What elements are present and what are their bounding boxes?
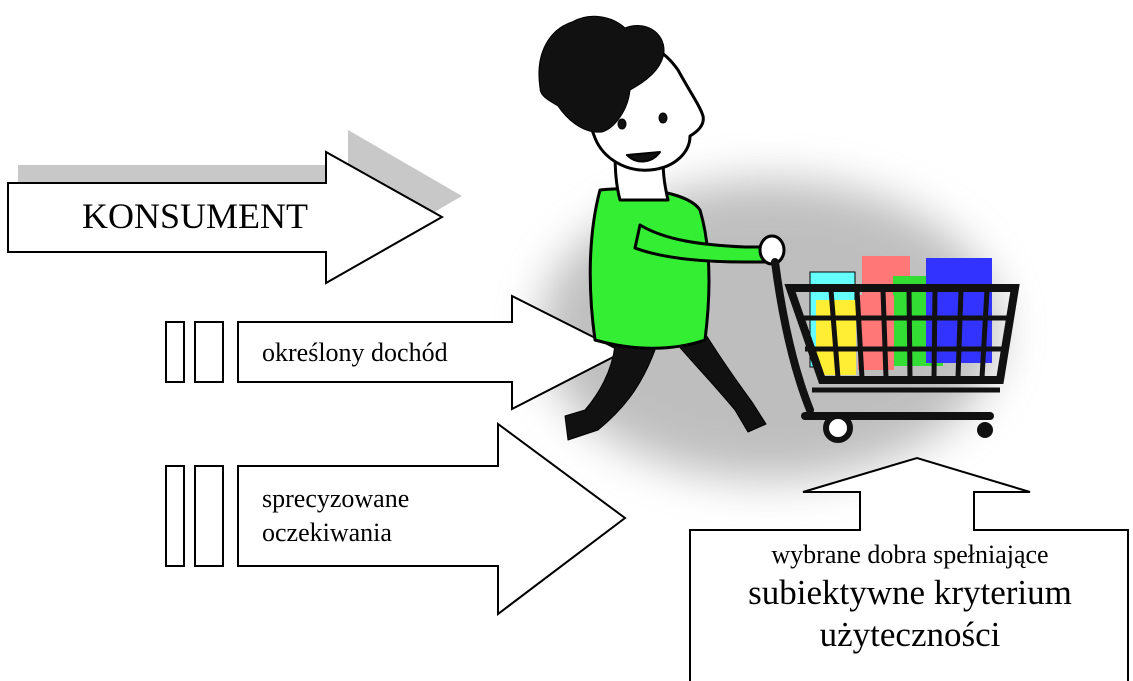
- goods-arrow: [689, 456, 1129, 681]
- expectations-arrow: [237, 422, 627, 617]
- shopping-cart-icon: [771, 256, 1020, 443]
- expectations-line-2: oczekiwania: [262, 517, 392, 547]
- goods-line-3: użyteczności: [819, 615, 1001, 655]
- income-arrow-group: [165, 294, 626, 411]
- income-stripe-1: [165, 321, 185, 383]
- goods-line-2: subiektywne kryterium: [748, 572, 1072, 612]
- expectations-label: sprecyzowane oczekiwania: [262, 482, 409, 550]
- konsument-label: KONSUMENT: [82, 196, 309, 236]
- income-arrow: [237, 294, 626, 411]
- income-stripe-2: [194, 321, 224, 383]
- income-label: określony dochód: [262, 338, 448, 367]
- expectations-stripe-1: [165, 465, 185, 567]
- goods-line-1: wybrane dobra spełniające: [771, 540, 1049, 569]
- expectations-line-1: sprecyzowane: [262, 484, 410, 513]
- konsument-arrow: [7, 150, 445, 285]
- shopper-figure-icon: [538, 15, 786, 441]
- goods-label: wybrane dobra spełniające subiektywne kr…: [690, 538, 1130, 657]
- expectations-arrow-group: [165, 422, 627, 617]
- expectations-stripe-2: [194, 465, 224, 567]
